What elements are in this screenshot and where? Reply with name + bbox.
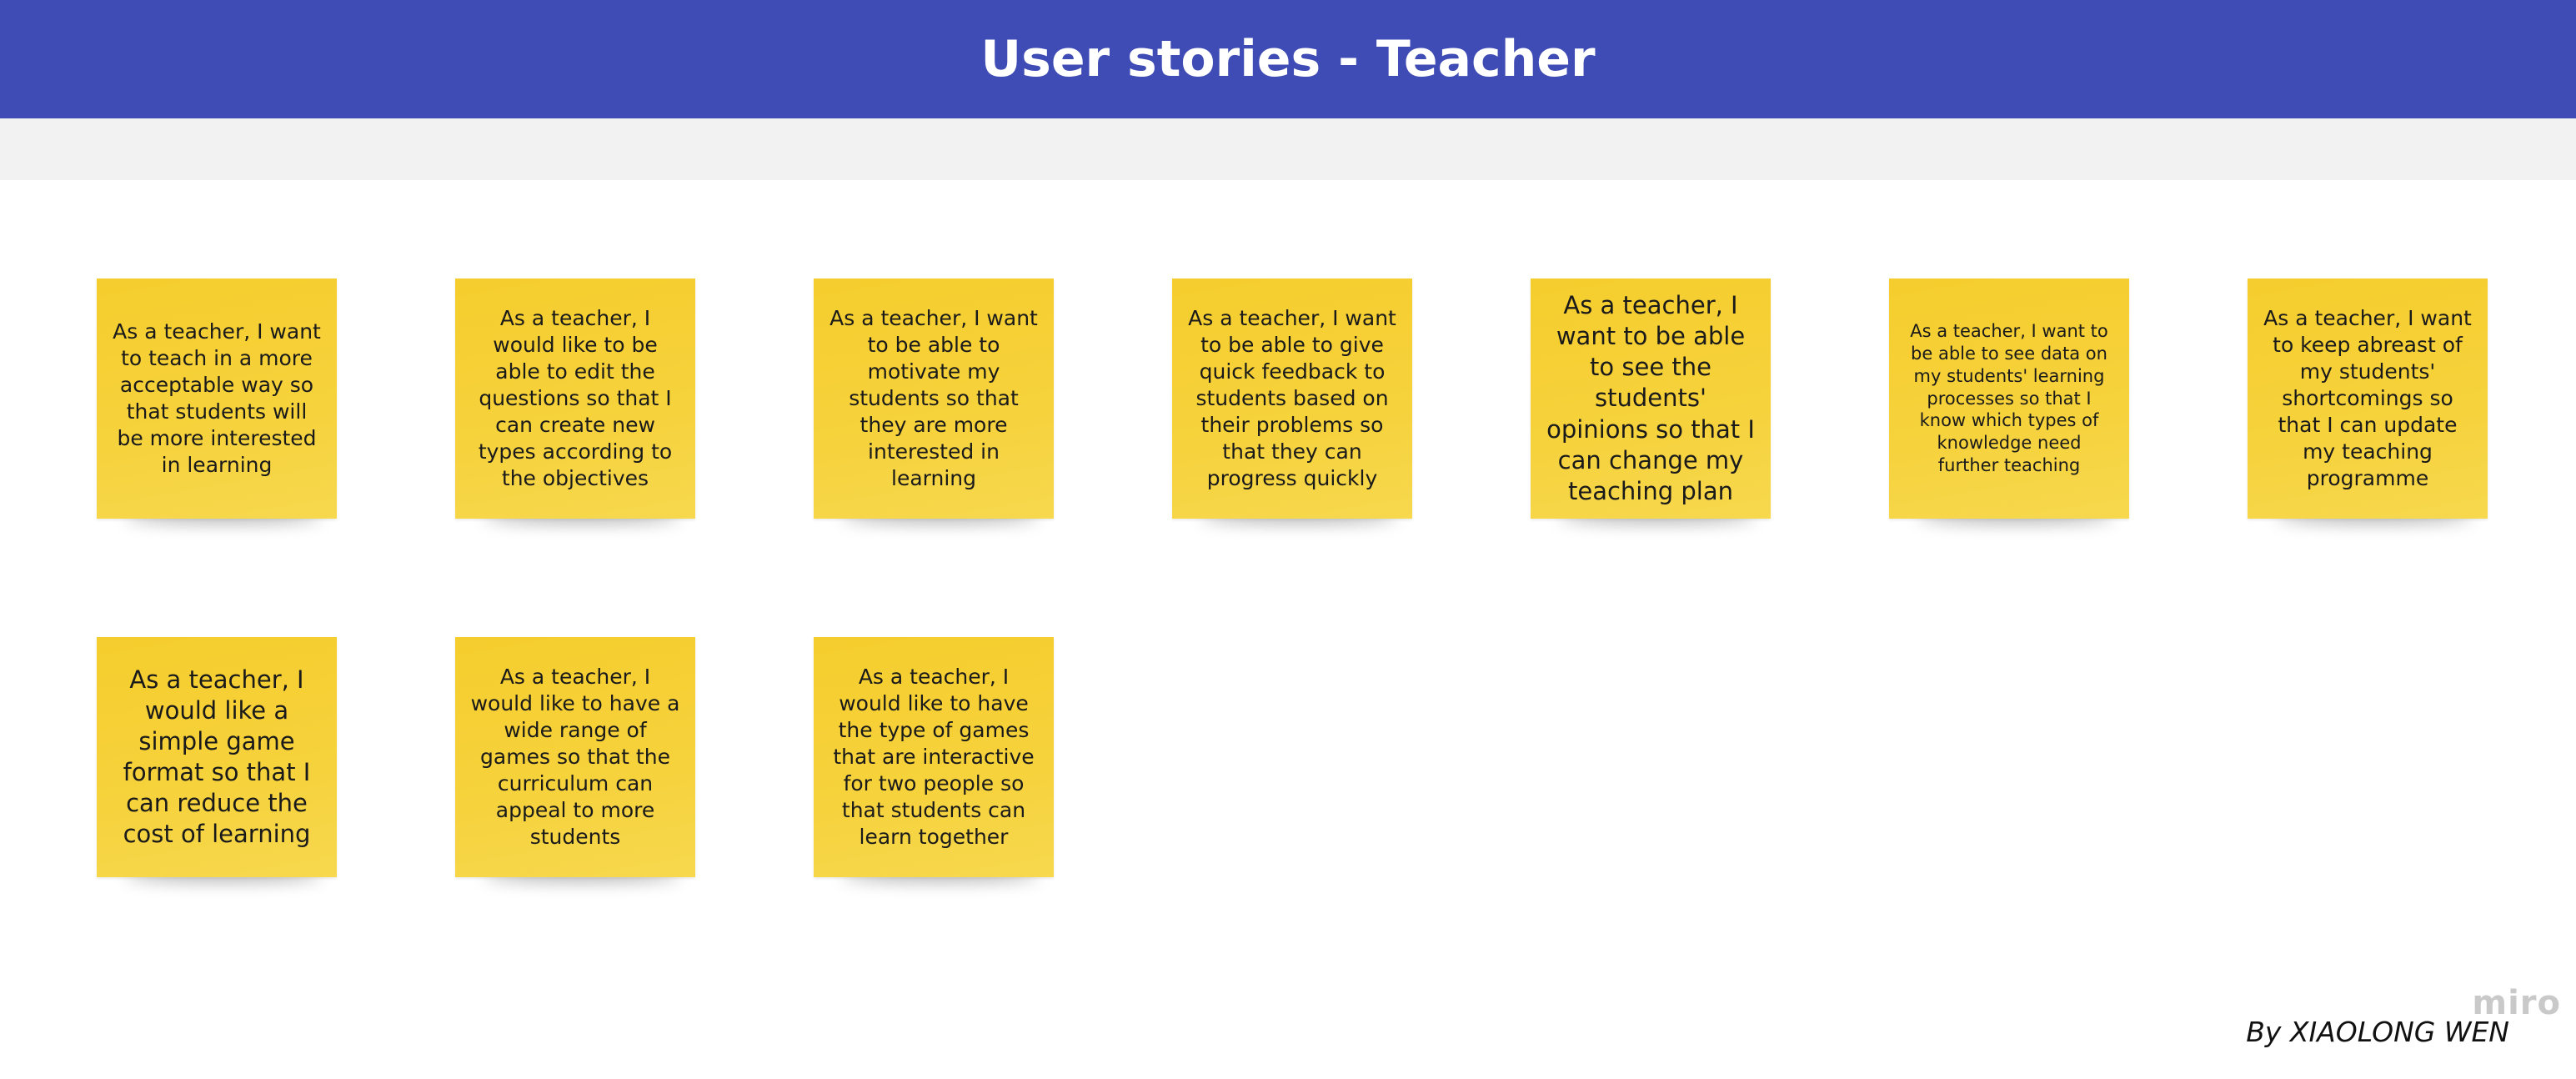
sticky-note-text: As a teacher, I would like to have the t… [833,665,1035,849]
sticky-note[interactable]: As a teacher, I want to keep abreast of … [2248,279,2488,519]
sticky-note-text: As a teacher, I would like a simple game… [123,665,311,849]
sticky-note[interactable]: As a teacher, I want to be able to motiv… [814,279,1054,519]
sticky-note-text: As a teacher, I would like to be able to… [478,306,673,490]
sticky-note-text: As a teacher, I want to keep abreast of … [2263,306,2472,490]
header-subband [0,118,2576,180]
sticky-note-text: As a teacher, I want to be able to motiv… [829,306,1038,490]
board-header: User stories - Teacher [0,0,2576,118]
sticky-note-text: As a teacher, I want to be able to see d… [1910,320,2108,476]
sticky-note-text: As a teacher, I would like to have a wid… [470,665,680,849]
sticky-note-text: As a teacher, I want to be able to give … [1188,306,1396,490]
sticky-note[interactable]: As a teacher, I want to be able to see t… [1531,279,1771,519]
sticky-note[interactable]: As a teacher, I would like a simple game… [97,637,337,877]
author-byline: By XIAOLONG WEN [2246,1016,2509,1048]
board-title: User stories - Teacher [980,30,1596,88]
sticky-note-text: As a teacher, I want to teach in a more … [113,319,321,477]
sticky-note[interactable]: As a teacher, I would like to have a wid… [455,637,695,877]
sticky-note[interactable]: As a teacher, I want to be able to give … [1172,279,1412,519]
sticky-note[interactable]: As a teacher, I would like to be able to… [455,279,695,519]
sticky-note[interactable]: As a teacher, I want to be able to see d… [1889,279,2129,519]
miro-logo: miro [2472,984,2561,1022]
sticky-note[interactable]: As a teacher, I want to teach in a more … [97,279,337,519]
sticky-note-text: As a teacher, I want to be able to see t… [1546,291,1755,505]
sticky-note[interactable]: As a teacher, I would like to have the t… [814,637,1054,877]
